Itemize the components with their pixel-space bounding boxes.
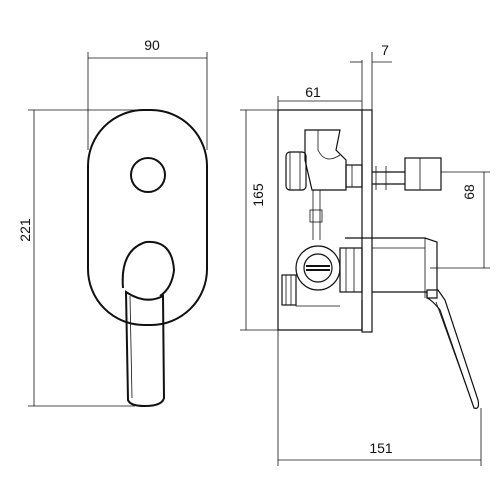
handle-hub [121,240,176,297]
front-cover-plate [87,109,208,326]
dimension-box-height: 165 [240,109,278,331]
plate-thickness-label: 7 [381,42,389,58]
dimension-front-width: 90 [87,37,208,150]
outlet-fitting [404,157,442,191]
side-view [277,109,480,409]
lever-edge-line [129,295,133,399]
dimension-front-height: 221 [17,109,150,407]
diverter-assembly [285,129,363,191]
front-view [87,109,208,408]
dimension-plate-thickness: 7 [350,42,392,110]
side-lever [426,289,480,409]
front-height-label: 221 [17,218,33,242]
dimension-box-depth: 61 [277,60,363,110]
diverter-knob [130,157,166,193]
overall-depth-label: 151 [369,440,393,456]
dimension-overall-depth: 151 [277,330,482,466]
outlet-stem [372,157,442,191]
outlet-offset-label: 68 [461,184,477,200]
side-cover-plate [361,109,373,333]
front-lever [124,290,166,408]
box-depth-label: 61 [305,84,321,100]
dimension-outlet-offset: 68 [437,171,490,269]
mixer-cartridge [281,245,363,307]
box-height-label: 165 [250,183,266,207]
front-width-label: 90 [144,37,160,53]
side-handle [345,237,480,409]
connecting-pipe [309,190,323,240]
